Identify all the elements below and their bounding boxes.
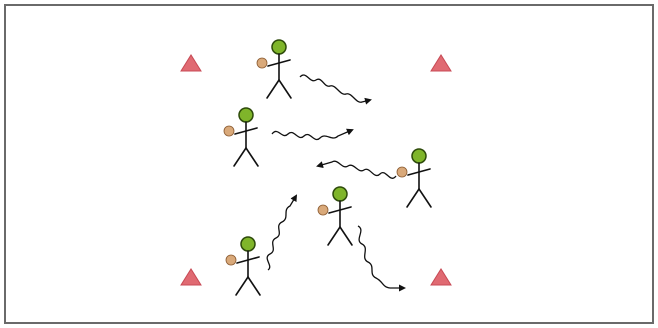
stick-figure-icon: [225, 236, 261, 296]
wavy-arrow-icon: [266, 194, 298, 271]
player-head: [411, 148, 427, 164]
ball-icon: [256, 57, 268, 69]
wavy-arrow-icon: [299, 74, 372, 105]
wavy-arrow-icon: [271, 128, 354, 141]
wavy-arrow-icon: [357, 225, 406, 292]
player-head: [332, 186, 348, 202]
ball-icon: [223, 125, 235, 137]
ball-icon: [396, 166, 408, 178]
stick-figure-icon: [223, 107, 259, 167]
stick-figure-icon: [317, 186, 353, 246]
cone-group: [180, 54, 452, 286]
player-head: [238, 107, 254, 123]
ball-icon: [225, 254, 237, 266]
field-boundary: [4, 4, 654, 324]
triangle-cone-icon: [180, 54, 202, 72]
triangle-cone-icon: [430, 54, 452, 72]
triangle-cone-icon: [180, 268, 202, 286]
player-head: [240, 236, 256, 252]
wavy-arrow-icon: [316, 160, 397, 179]
ball-icon: [317, 204, 329, 216]
stick-figure-icon: [256, 39, 292, 99]
dribble-path-group: [266, 74, 406, 292]
players-layer: [223, 39, 432, 296]
triangle-cone-icon: [430, 268, 452, 286]
player-head: [271, 39, 287, 55]
stick-figure-icon: [396, 148, 432, 208]
